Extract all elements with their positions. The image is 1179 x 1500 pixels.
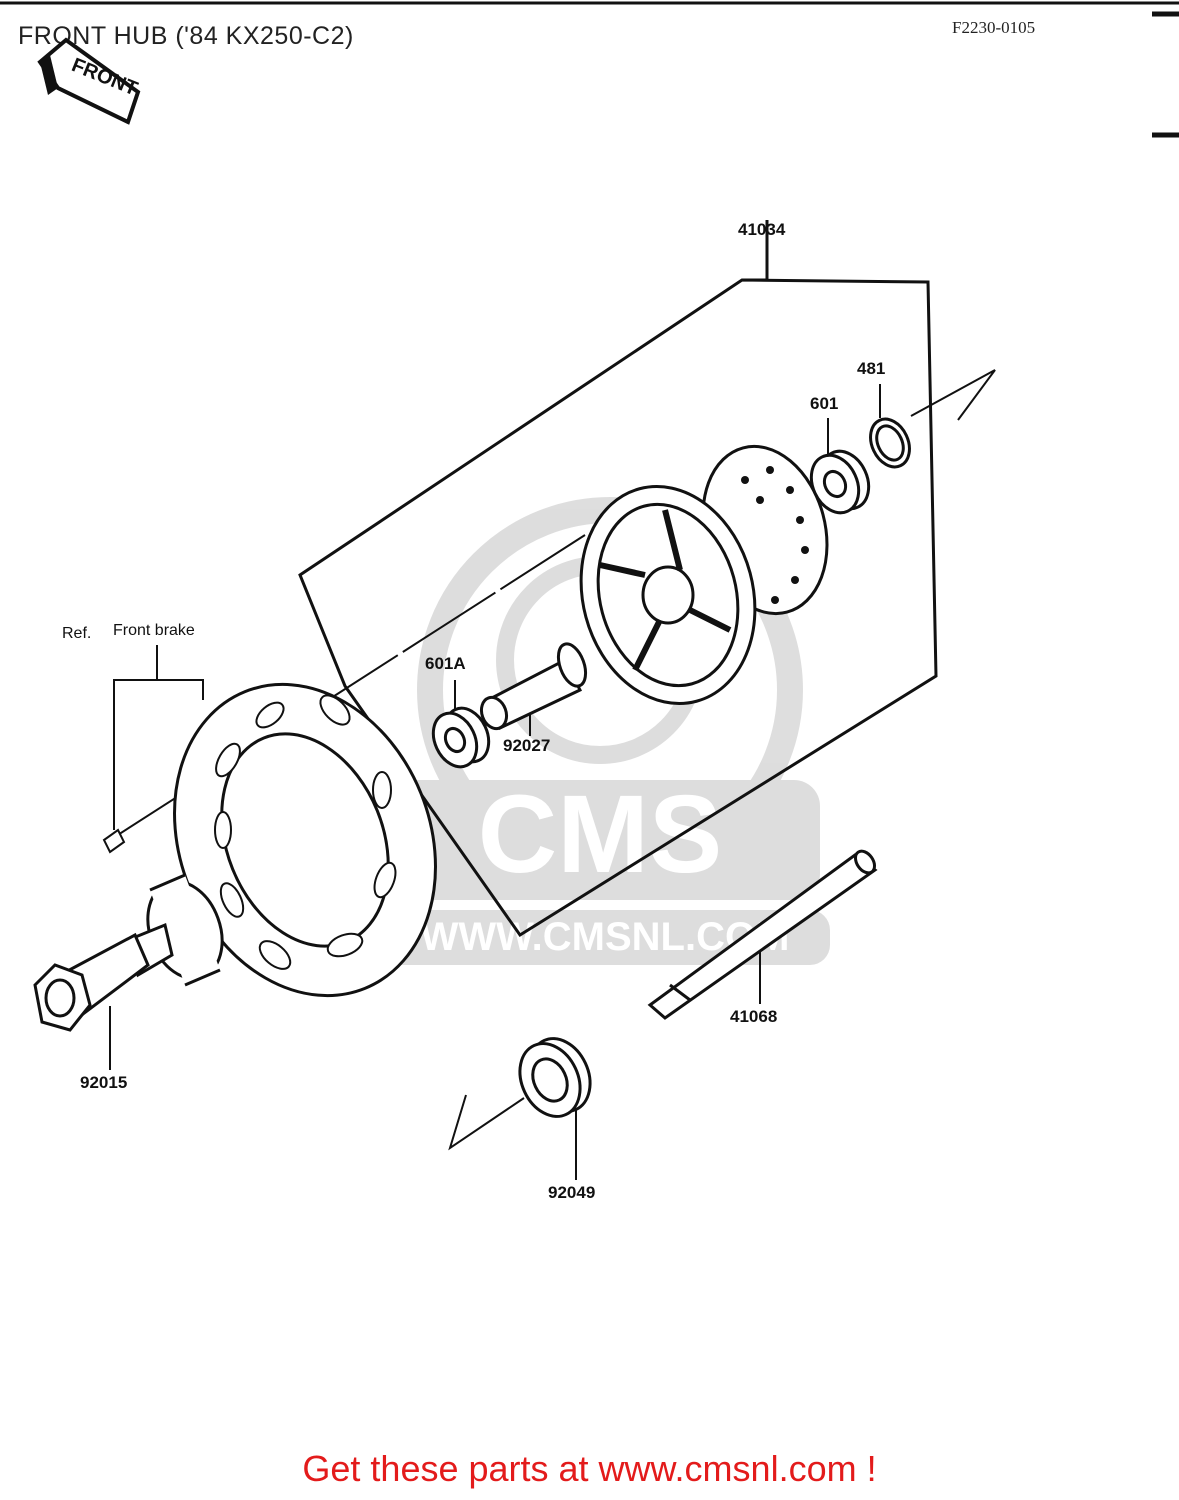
brake-disc	[173, 682, 437, 998]
label-41034: 41034	[738, 220, 786, 239]
bearing-601	[809, 449, 871, 515]
label-92027: 92027	[503, 736, 551, 755]
watermark: CMS WWW.CMSNL.COM	[380, 497, 830, 965]
axle-collar	[33, 873, 224, 1032]
figure-code: F2230-0105	[952, 18, 1036, 37]
watermark-brand: CMS	[478, 773, 722, 896]
footer-link[interactable]: Get these parts at www.cmsnl.com !	[302, 1448, 877, 1489]
spacer-92027	[479, 642, 588, 731]
label-601a: 601A	[425, 654, 466, 673]
oil-seal-92049	[518, 1037, 592, 1118]
ref-label: Ref.	[62, 625, 92, 642]
circlip-481	[869, 417, 911, 469]
hub-assembly-outline	[298, 220, 938, 938]
label-92049: 92049	[548, 1183, 596, 1202]
front-badge: FRONT	[37, 37, 141, 125]
label-92015: 92015	[80, 1073, 128, 1092]
label-601: 601	[810, 394, 839, 413]
bearing-601a	[431, 706, 491, 769]
edge-marks	[0, 1, 1179, 138]
label-481: 481	[857, 359, 886, 378]
disc-screw	[102, 828, 126, 854]
front-brake-label: Front brake	[113, 622, 195, 639]
label-41068: 41068	[730, 1007, 778, 1026]
wheel-hub	[579, 444, 829, 706]
front-axle	[647, 849, 878, 1020]
